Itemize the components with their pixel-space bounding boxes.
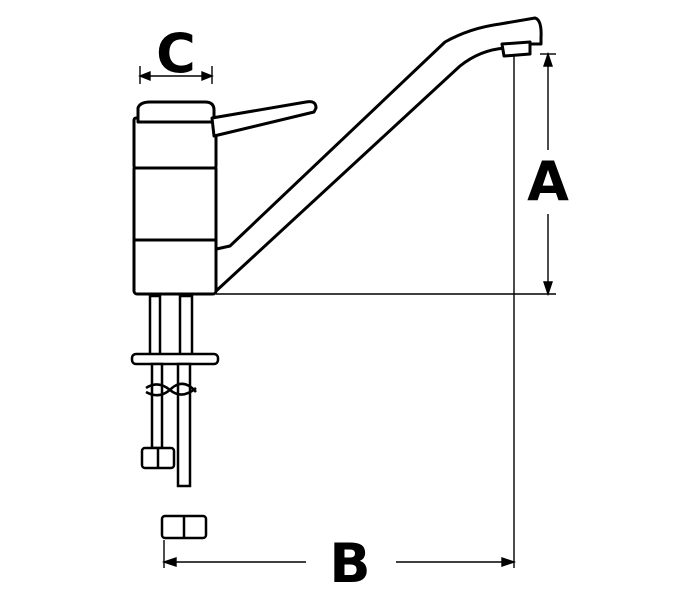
- lever-handle: [210, 100, 318, 138]
- dim-c-arrow-right: [201, 70, 214, 82]
- spout-aerator: [500, 40, 532, 58]
- dim-a-arrow-top: [543, 51, 553, 67]
- dim-a-arrow-bottom: [543, 281, 553, 297]
- mounting-washer: [130, 352, 220, 366]
- faucet-base-block: [132, 164, 218, 296]
- supply-hoses: [130, 294, 220, 540]
- dimension-label-a: A: [527, 150, 569, 213]
- hose-left: [150, 362, 164, 450]
- mount-rod-left: [148, 294, 162, 358]
- spout: [210, 16, 543, 294]
- faucet-cartridge-block: [132, 116, 218, 170]
- dim-c-arrow-left: [138, 70, 151, 82]
- faucet-drawing: [132, 16, 543, 296]
- dim-b-arrow-left: [161, 557, 177, 567]
- dimension-label-b: B: [329, 532, 370, 595]
- dimension-lines: [138, 51, 556, 568]
- dimension-label-c: C: [156, 22, 196, 85]
- hose-right: [176, 362, 192, 488]
- lever-cap: [136, 100, 216, 124]
- dim-b-arrow-right: [501, 557, 517, 567]
- mount-rod-right: [178, 294, 194, 358]
- hose-braid-detail: [145, 382, 197, 397]
